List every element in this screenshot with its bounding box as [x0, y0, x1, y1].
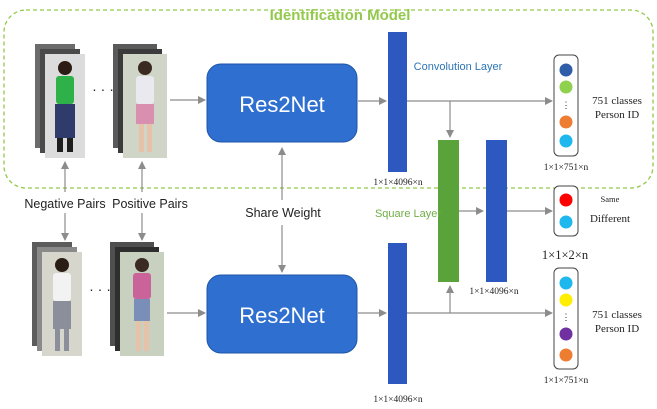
- res2net-to-conv-arrows: [358, 97, 387, 317]
- square-layer-label: Square Layer: [375, 208, 441, 220]
- top-image-pairs: · · ·: [35, 44, 167, 158]
- bottom-dot-4: [559, 348, 573, 362]
- top-vdots: ⋮: [562, 100, 571, 110]
- classes-top-dims: 1×1×751×n: [544, 163, 589, 173]
- bottom-dot-3: [559, 327, 573, 341]
- classes-top-line2: Person ID: [595, 109, 639, 121]
- res2net-top-label: Res2Net: [239, 92, 325, 117]
- pair-label-arrows: [61, 96, 206, 317]
- bottom-ellipsis: · · ·: [89, 281, 111, 297]
- person-green-shirt-image: [55, 61, 75, 152]
- top-dot-2: [559, 80, 573, 94]
- verif-dot-different: [559, 215, 573, 229]
- share-weight-label: Share Weight: [245, 206, 321, 220]
- bottom-dot-1: [559, 276, 573, 290]
- identification-region: [3, 9, 654, 189]
- top-output-box: [553, 54, 579, 157]
- right-side-arrows: [407, 97, 553, 317]
- bottom-dot-2: [559, 293, 573, 307]
- dims-bottom-label: 1×1×4096×n: [373, 395, 423, 405]
- classes-bottom-line2: Person ID: [595, 323, 639, 335]
- person-pink-shirt-image: [133, 258, 151, 351]
- person-pink-dress-image: [136, 61, 154, 152]
- classes-top-line1: 751 classes: [592, 95, 642, 107]
- verif-line2: Different: [590, 213, 630, 225]
- classes-bottom-line1: 751 classes: [592, 309, 642, 321]
- bottom-image-pairs: · · ·: [32, 242, 164, 356]
- res2net-bottom-box: [206, 274, 358, 354]
- bottom-vdots: ⋮: [562, 312, 571, 322]
- negative-pairs-label: Negative Pairs: [24, 197, 105, 211]
- verif-dims: 1×1×2×n: [542, 248, 589, 262]
- verif-dot-same: [559, 193, 573, 207]
- conv-layer-label: Convolution Layer: [414, 61, 503, 73]
- dims-top-label: 1×1×4096×n: [373, 178, 423, 188]
- top-ellipsis: · · ·: [92, 81, 114, 97]
- res2net-bottom-label: Res2Net: [239, 303, 325, 328]
- res2net-top-box: [206, 63, 358, 143]
- positive-pairs-label: Positive Pairs: [112, 197, 188, 211]
- bottom-output-box: [553, 267, 579, 370]
- top-dot-1: [559, 63, 573, 77]
- dims-mid-label: 1×1×4096×n: [469, 287, 519, 297]
- square-layer-bar: [438, 140, 459, 282]
- person-white-shirt-image: [53, 258, 71, 351]
- verif-line1: Same: [601, 194, 620, 204]
- top-dot-3: [559, 115, 573, 129]
- identification-title: Identification Model: [270, 7, 411, 24]
- conv-bar-top: [388, 32, 407, 172]
- verification-fc-bar: [486, 140, 507, 282]
- classes-bottom-dims: 1×1×751×n: [544, 376, 589, 386]
- top-dot-4: [559, 134, 573, 148]
- conv-bar-bottom: [388, 243, 407, 384]
